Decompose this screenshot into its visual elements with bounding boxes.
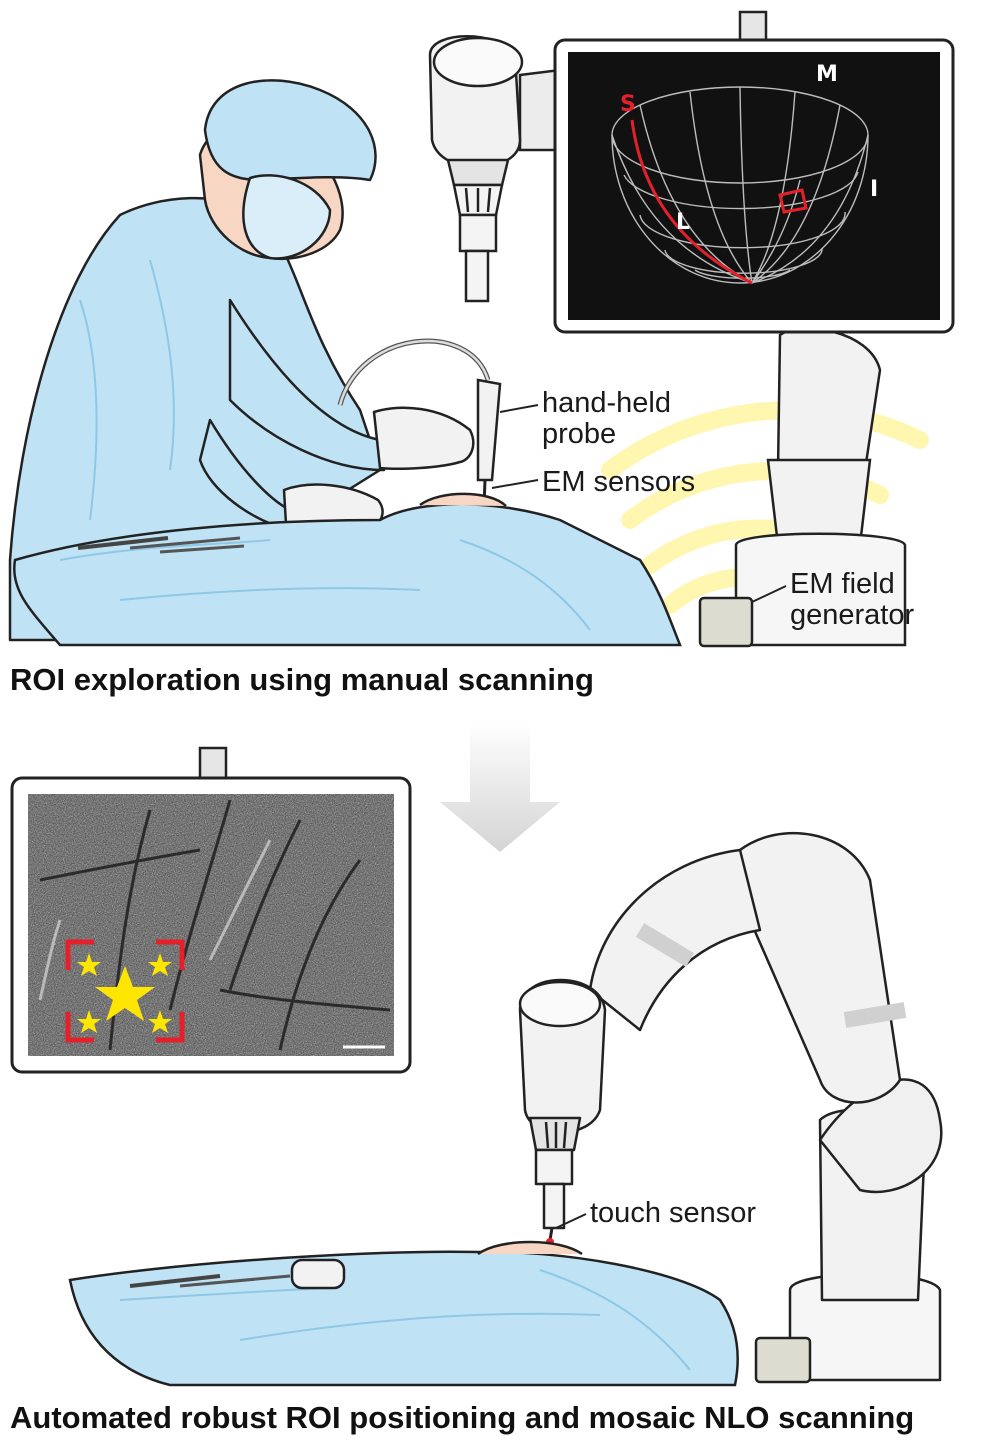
nlo-monitor-mount-rod (198, 746, 228, 780)
roi-marker (778, 188, 808, 214)
bottom-panel: touch sensor Automated robust ROI positi… (10, 746, 943, 1435)
monitor-mount-rod (738, 10, 768, 44)
monitor-letter-m: M (816, 62, 838, 87)
monitor-letter-l: L (676, 210, 690, 235)
label-touch-sensor: touch sensor (590, 1197, 756, 1229)
roi-brackets (65, 939, 185, 1043)
patient-drape-top (12, 492, 682, 647)
nlo-image-monitor (10, 776, 412, 1074)
robot-base-top (698, 327, 907, 648)
patient-drape-bottom (68, 1240, 739, 1387)
hand-held-probe (337, 338, 502, 512)
monitor-letter-i: I (870, 177, 878, 202)
caption-top: ROI exploration using manual scanning (10, 662, 594, 697)
star-icon (148, 953, 172, 976)
surgeon (8, 79, 475, 642)
generator-leader-line (751, 585, 787, 603)
caption-bottom: Automated robust ROI positioning and mos… (10, 1400, 914, 1435)
hemisphere-grid (611, 86, 869, 284)
label-probe-line2: probe (542, 418, 616, 450)
label-generator-line1: EM field (790, 568, 895, 600)
label-generator-line2: generator (790, 599, 914, 631)
star-icon (77, 1010, 101, 1033)
scan-path-line (630, 119, 753, 285)
top-panel: S M L I (8, 10, 955, 697)
roi-stars (77, 953, 172, 1033)
touch-sensor-leader-line (555, 1213, 587, 1229)
hemisphere-monitor: S M L I (553, 38, 955, 334)
nlo-tissue-fibers (39, 799, 391, 1051)
sensor-leader-line (491, 479, 539, 489)
label-em-sensors: EM sensors (542, 466, 695, 498)
resting-probe (290, 1258, 346, 1290)
robot-arm-bottom (518, 831, 943, 1384)
robot-arm-top (428, 35, 562, 303)
star-icon (95, 966, 155, 1021)
star-icon (77, 953, 101, 976)
transition-arrow (440, 722, 560, 852)
star-icon (148, 1010, 172, 1033)
monitor-letter-s: S (620, 92, 636, 117)
label-probe-line1: hand-held (542, 387, 671, 419)
probe-leader-line (499, 404, 539, 413)
